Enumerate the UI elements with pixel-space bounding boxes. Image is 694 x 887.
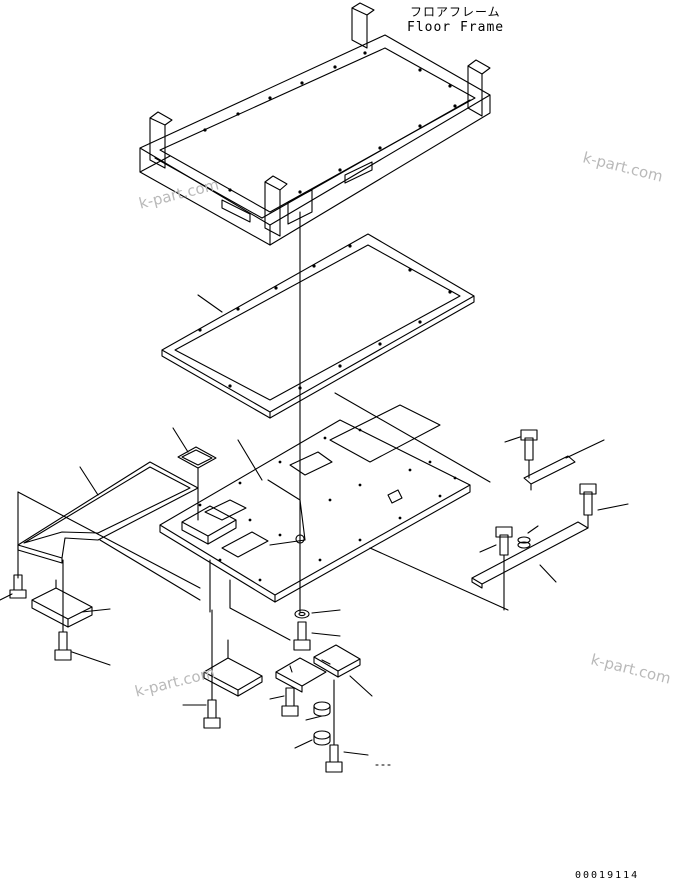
bolt-right-top bbox=[520, 429, 538, 479]
assembly-line-left-4 bbox=[99, 539, 201, 601]
washer-center bbox=[294, 609, 310, 619]
title-english: Floor Frame bbox=[407, 20, 505, 35]
gasket-holes bbox=[198, 244, 452, 390]
gasket bbox=[161, 233, 475, 419]
bracket-left bbox=[31, 579, 93, 628]
floor-plate-holes bbox=[198, 428, 457, 582]
floor-frame-bolt-holes bbox=[203, 51, 457, 194]
leader-bolt-right-top bbox=[504, 436, 521, 443]
bracket-center bbox=[275, 657, 327, 693]
small-cover bbox=[177, 446, 217, 469]
leader-washer-center-lower bbox=[294, 739, 313, 749]
leader-bolt-center-lower bbox=[343, 751, 369, 756]
bolt-right-mid bbox=[579, 483, 597, 529]
leader-plate-right-lower bbox=[539, 564, 557, 583]
leader-bolt-center-mid bbox=[269, 695, 285, 700]
assembly-line-right-edge bbox=[334, 392, 491, 483]
leader-washer-right bbox=[527, 525, 539, 534]
bolt-left-lower bbox=[54, 587, 72, 661]
assembly-line-left-1 bbox=[17, 491, 201, 589]
leader-small-cover bbox=[172, 427, 189, 453]
bolt-right-lower bbox=[495, 526, 513, 611]
leader-bracket-center-right bbox=[349, 675, 373, 697]
plate-right-top bbox=[523, 455, 576, 491]
bracket-center-right bbox=[313, 644, 361, 678]
title-japanese: フロアフレーム bbox=[410, 5, 501, 19]
bracket-center-left bbox=[203, 639, 263, 697]
bolt-center-lower bbox=[325, 679, 343, 773]
cap-center bbox=[313, 701, 331, 717]
left-side-cover bbox=[17, 461, 199, 564]
leader-bolt-left-lower bbox=[71, 651, 111, 666]
floor-frame bbox=[139, 2, 491, 246]
leader-bolt-right-lower bbox=[479, 544, 497, 553]
assembly-line-center-diag bbox=[229, 607, 291, 641]
drawing-code: 00019114 bbox=[575, 870, 640, 881]
leader-bolt-right-mid bbox=[597, 503, 629, 511]
assembly-line-right-lower bbox=[369, 547, 509, 611]
leader-bolt-center bbox=[311, 632, 341, 637]
leader-washer-center bbox=[311, 609, 341, 614]
leader-plate-right-top bbox=[565, 439, 605, 459]
leader-bolt-left bbox=[0, 593, 13, 601]
leader-floor-plate bbox=[237, 439, 263, 481]
leader-bracket-left bbox=[81, 608, 111, 613]
leader-cap-center bbox=[305, 715, 323, 721]
plate-right-lower bbox=[471, 521, 589, 589]
leader-left-cover bbox=[79, 466, 99, 496]
washer-center-lower bbox=[313, 730, 331, 746]
bolt-center-mid bbox=[281, 687, 299, 717]
bolt-center bbox=[293, 621, 311, 651]
washer-right bbox=[517, 536, 531, 549]
leader-gasket bbox=[197, 294, 223, 313]
bolt-center-left bbox=[203, 609, 221, 729]
